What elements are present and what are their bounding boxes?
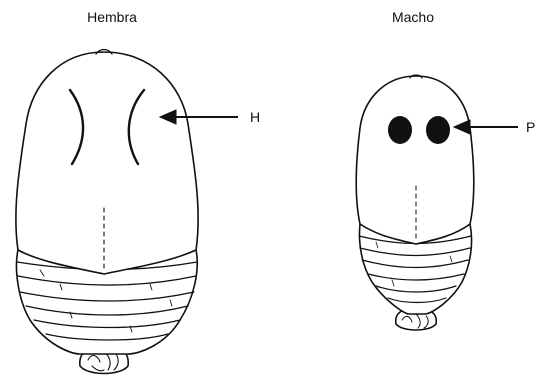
female-title: Hembra: [87, 9, 137, 25]
female-pupa: [16, 50, 198, 374]
male-title: Macho: [392, 9, 434, 25]
male-spot-left: [388, 116, 412, 144]
female-pointer-arrow: [160, 110, 238, 124]
female-thorax: [16, 52, 198, 274]
male-spot-right: [426, 116, 450, 144]
male-pointer-label: P: [526, 119, 535, 135]
male-thorax: [356, 76, 474, 244]
male-pupa: [356, 75, 474, 330]
female-pointer-label: H: [250, 109, 260, 125]
